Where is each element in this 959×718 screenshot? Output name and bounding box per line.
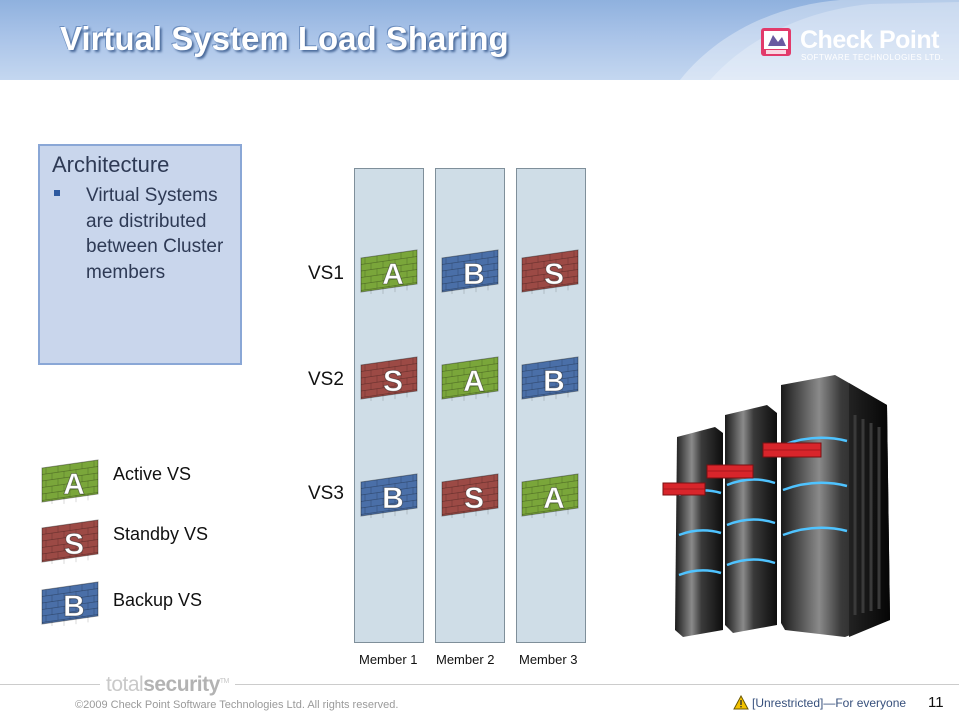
slide-title: Virtual System Load Sharing [60,20,509,57]
legend-backup-wall: B [41,581,99,626]
vs2-member3-wall-letter: B [543,365,565,398]
legend-active-wall: A [41,459,99,504]
header-swoosh-decoration [680,0,959,80]
footer-divider [0,684,959,685]
vs1-member3-wall: S [521,249,579,294]
vs1-member1-wall: A [360,249,418,294]
architecture-box: Architecture Virtual Systems are distrib… [38,144,242,365]
footer-brand-light: total [106,673,144,696]
legend-backup-wall-letter: B [63,590,85,623]
legend-active-wall-letter: A [63,468,85,501]
vs2-member3-wall: B [521,356,579,401]
vs3-member1-wall: B [360,473,418,518]
legend-standby-label: Standby VS [113,524,209,544]
vs2-label: VS2 [308,369,344,390]
member-3-label: Member 3 [519,652,578,667]
vs2-member1-wall: S [360,356,418,401]
member-2-column [435,168,505,643]
vs1-member2-wall: B [441,249,499,294]
architecture-bullet-text: Virtual Systems are distributed between … [86,185,224,283]
member-1-label: Member 1 [359,652,418,667]
vs2-member2-wall: A [441,356,499,401]
vs3-member3-wall: A [521,473,579,518]
footer-brand-bold: security [143,673,220,696]
architecture-heading: Architecture [52,152,170,177]
logo-subtitle: SOFTWARE TECHNOLOGIES LTD. [801,53,944,62]
logo-name: Check Point [800,26,939,54]
vs1-member1-wall-letter: A [382,258,404,291]
legend-backup-label: Backup VS [113,590,203,610]
vs2-member1-wall-letter: S [383,365,403,398]
classification-label: [Unrestricted]—For everyone [752,696,907,710]
member-3-column [516,168,586,643]
legend-standby-wall: S [41,519,99,564]
legend-standby-wall-letter: S [64,528,84,561]
legend-active-label: Active VS [113,464,192,484]
vs3-member2-wall: S [441,473,499,518]
vs3-label: VS3 [308,483,344,504]
vs1-label: VS1 [308,263,344,284]
copyright-text: ©2009 Check Point Software Technologies … [75,699,399,711]
warning-icon [733,695,749,710]
vs2-member2-wall-letter: A [463,365,485,398]
vs1-member3-wall-letter: S [544,258,564,291]
member-2-label: Member 2 [436,652,495,667]
member-1-column [354,168,424,643]
server-cluster-illustration [662,375,890,637]
check-point-logo: Check Point SOFTWARE TECHNOLOGIES LTD. [760,26,950,66]
check-point-logo-icon [761,28,791,56]
page-number: 11 [928,694,944,711]
bullet-square-icon [54,190,60,196]
footer-brand-tm: TM [219,678,230,685]
vs3-member3-wall-letter: A [543,482,565,515]
totalsecurity-footer-logo: totalsecurityTM [106,673,229,697]
vs3-member1-wall-letter: B [382,482,404,515]
vs3-member2-wall-letter: S [464,482,484,515]
header-bar [0,0,959,80]
vs1-member2-wall-letter: B [463,258,485,291]
